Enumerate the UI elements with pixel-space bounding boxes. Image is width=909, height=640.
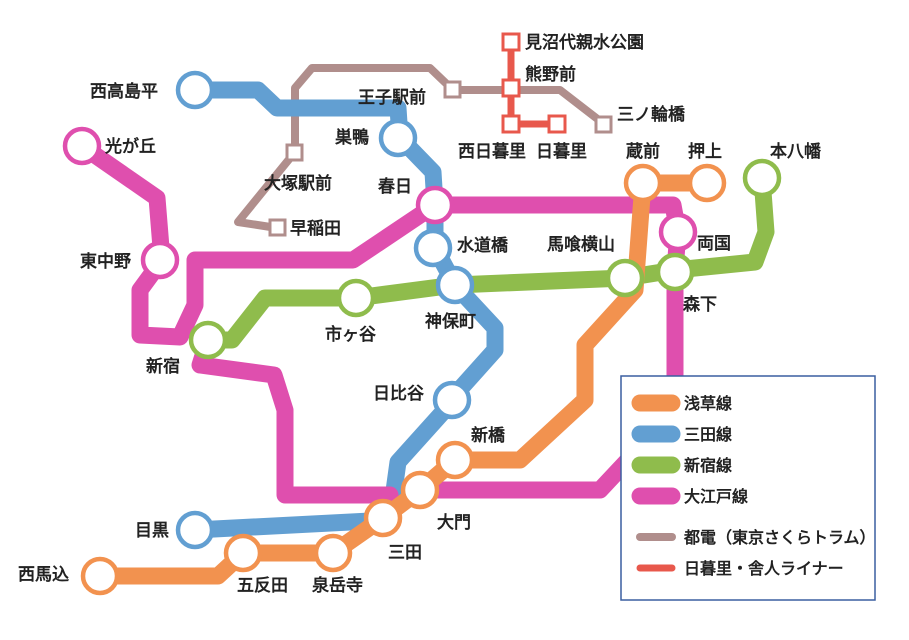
station-label-nishitakashimadaira: 西高島平 — [90, 81, 158, 102]
station-label-shinjuku: 新宿 — [146, 356, 180, 377]
station-label-oshiage: 押上 — [688, 141, 722, 162]
station-marker-sengakuji — [313, 533, 353, 573]
station-marker-nishinippori — [501, 114, 521, 134]
station-marker-meguro — [175, 510, 215, 550]
station-marker-kasuga — [415, 185, 455, 225]
station-marker-ryogoku — [658, 212, 698, 252]
station-marker-kumanomae — [501, 78, 521, 98]
station-marker-minowabashi — [594, 115, 613, 134]
station-marker-mita — [363, 498, 403, 538]
station-marker-otsukaekimae — [285, 143, 304, 162]
shinjuku-line — [199, 169, 775, 349]
station-label-mita: 三田 — [388, 543, 422, 563]
station-label-otsukaekimae: 大塚駅前 — [264, 173, 332, 194]
station-label-ryogoku: 両国 — [697, 234, 731, 254]
station-marker-suidobashi — [413, 228, 453, 268]
station-label-daimon: 大門 — [437, 512, 471, 533]
station-marker-ichigaya — [336, 278, 376, 318]
station-marker-minumadai — [501, 32, 521, 52]
station-label-waseda: 早稲田 — [290, 219, 341, 239]
legend-label-shinjuku: 新宿線 — [684, 456, 732, 475]
station-label-kumanomae: 熊野前 — [525, 64, 576, 85]
station-marker-shimbashi — [435, 440, 475, 480]
legend-label-asakusa: 浅草線 — [684, 394, 732, 413]
station-label-nishimagome: 西馬込 — [18, 565, 69, 585]
station-marker-daimon — [400, 470, 440, 510]
station-marker-bakuroyokoyama — [605, 258, 645, 298]
station-marker-nishitakashimadaira — [175, 70, 215, 110]
station-marker-sugamo — [378, 118, 418, 158]
toden-line — [234, 64, 608, 232]
station-marker-oshiage — [687, 163, 727, 203]
station-label-ichigaya: 市ヶ谷 — [325, 324, 377, 345]
station-label-minowabashi: 三ノ輪橋 — [617, 104, 686, 125]
legend: 浅草線 三田線 新宿線 大江戸線 都電（東京さくらトラム） 日暮里・舎人ライナー — [620, 375, 876, 601]
station-label-sugamo: 巣鴨 — [334, 127, 369, 148]
station-label-nippori: 日暮里 — [536, 141, 587, 162]
station-label-motoyawata: 本八幡 — [770, 141, 822, 162]
station-label-suidobashi: 水道橋 — [457, 235, 509, 256]
station-label-kasuga: 春日 — [378, 176, 412, 197]
station-marker-waseda — [268, 218, 287, 237]
station-label-higashinakano: 東中野 — [80, 251, 131, 272]
station-label-kuramae: 蔵前 — [626, 141, 660, 162]
station-marker-gotanda — [223, 533, 263, 573]
station-label-morishita: 森下 — [683, 294, 717, 315]
station-label-gotanda: 五反田 — [237, 576, 288, 596]
legend-label-mita: 三田線 — [684, 425, 732, 444]
legend-label-oedo: 大江戸線 — [684, 487, 748, 506]
station-marker-hikarigaoka — [62, 126, 102, 166]
station-marker-hibiya — [432, 380, 472, 420]
legend-label-nippori-toneri: 日暮里・舎人ライナー — [684, 559, 844, 578]
station-marker-shinjuku — [188, 320, 228, 360]
mita-line — [186, 81, 504, 539]
station-marker-kuramae — [623, 163, 663, 203]
station-marker-higashinakano — [140, 240, 180, 280]
station-marker-ojiekimae — [443, 80, 462, 99]
station-label-minumadai: 見沼代親水公園 — [524, 32, 644, 53]
station-label-nishinippori: 西日暮里 — [458, 141, 526, 162]
station-label-hikarigaoka: 光が丘 — [104, 136, 156, 157]
station-label-bakuroyokoyama: 馬喰横山 — [547, 234, 615, 255]
station-label-jimbocho: 神保町 — [425, 311, 476, 332]
legend-label-toden: 都電（東京さくらトラム） — [683, 528, 876, 547]
oedo-line — [73, 137, 687, 504]
station-label-shimbashi: 新橋 — [471, 425, 506, 446]
station-marker-morishita — [655, 252, 695, 292]
station-marker-nishimagome — [80, 556, 120, 596]
station-label-ojiekimae: 王子駅前 — [358, 87, 426, 108]
station-marker-motoyawata — [742, 158, 782, 198]
station-label-meguro: 目黒 — [135, 521, 169, 541]
station-label-hibiya: 日比谷 — [373, 383, 425, 404]
station-label-sengakuji: 泉岳寺 — [311, 575, 363, 596]
station-marker-nippori — [547, 114, 567, 134]
station-marker-jimbocho — [435, 265, 475, 305]
